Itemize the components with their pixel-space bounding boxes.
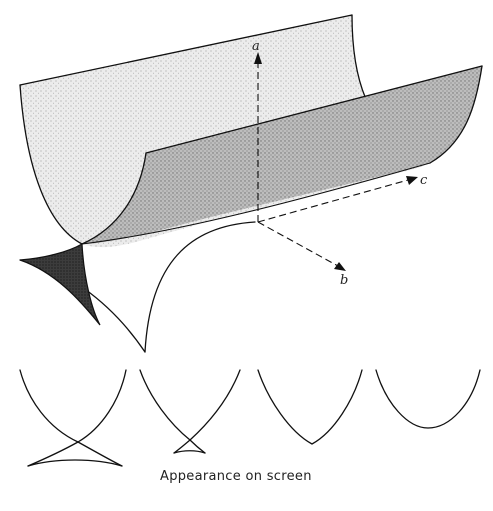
axis-c-label: c — [420, 173, 428, 188]
upper-sheet-left-edge — [19, 84, 83, 245]
fold-line — [81, 162, 431, 245]
screen-section-3 — [257, 369, 363, 445]
screen-section-1 — [19, 369, 127, 467]
axis-c-arrowhead — [406, 176, 418, 185]
axis-b-line — [257, 221, 339, 267]
upper-sheet-surface — [20, 15, 430, 248]
axis-b-arrowhead — [334, 262, 346, 271]
upper-sheet-top-edge — [19, 14, 353, 86]
middle-sheet-left-edge — [81, 152, 147, 245]
screen-section-4 — [375, 369, 481, 429]
axis-b-label: b — [340, 273, 348, 288]
screen-section-2 — [139, 369, 241, 454]
middle-sheet-right-edge — [429, 65, 483, 164]
axis-a-label: a — [252, 39, 260, 54]
lower-sheet-curve — [144, 221, 256, 353]
cusp-region — [19, 242, 101, 326]
axis-c-line — [257, 179, 409, 223]
middle-sheet-top-edge — [145, 65, 483, 154]
axis-a-arrowhead — [254, 52, 262, 64]
caption: Appearance on screen — [160, 469, 312, 484]
middle-sheet-surface — [82, 66, 482, 244]
